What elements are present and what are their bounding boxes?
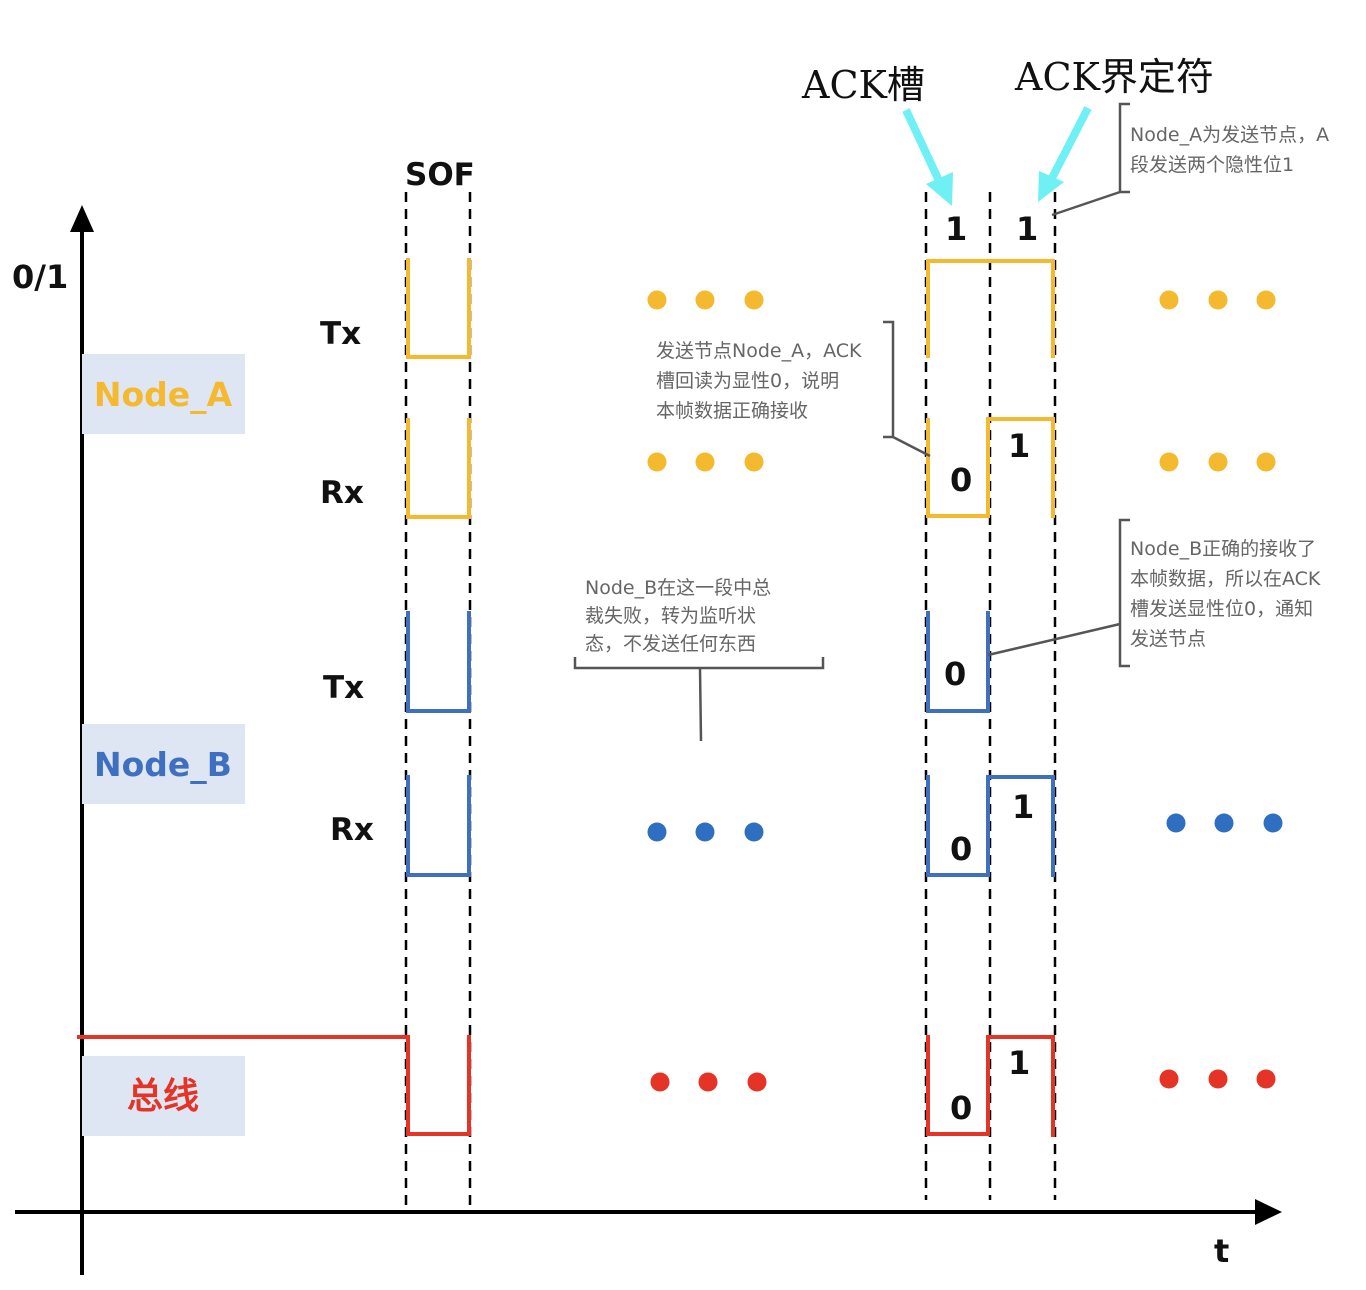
top-delimiter-bit: 1 <box>1016 210 1038 248</box>
node-a-rx-sof-wave <box>406 418 471 519</box>
bus-delimiter-bit: 1 <box>1008 1044 1030 1082</box>
bus-label: 总线 <box>127 1076 199 1117</box>
bus-slot-bit: 0 <box>950 1089 972 1127</box>
node-b-rx-delimiter-bit: 1 <box>1012 788 1034 826</box>
top-slot-bit: 1 <box>945 210 967 248</box>
node-b-label-box <box>82 724 245 804</box>
node-b-tx-label: Tx <box>323 670 364 706</box>
node-a-tx-ellipsis-mid <box>647 290 764 310</box>
x-axis-arrowhead <box>1255 1199 1282 1225</box>
node-a-rx-ack-wave <box>926 417 1055 518</box>
bus-ellipsis-mid <box>650 1072 767 1092</box>
ack-delimiter-arrow <box>1038 106 1092 202</box>
node-a-label: Node_A <box>94 375 233 414</box>
note-node-b-mid-line-2: 裁失败，转为监听状 <box>585 605 756 627</box>
node-b-tx-sof-wave <box>406 611 471 713</box>
note-node-a-line-2: 槽回读为显性0，说明 <box>656 370 839 392</box>
node-a-rx-ellipsis-mid <box>647 452 764 472</box>
note-node-b-mid-line-3: 态，不发送任何东西 <box>585 633 756 655</box>
node-b-rx-ellipsis-mid <box>647 822 764 842</box>
ack-slot-label: ACK槽 <box>801 63 925 107</box>
node-b-rx-ellipsis-right <box>1166 813 1283 833</box>
bus-ellipsis-right <box>1159 1069 1276 1089</box>
ack-delimiter-label: ACK界定符 <box>1014 55 1214 99</box>
note-top-right-line-2: 段发送两个隐性位1 <box>1130 154 1294 176</box>
node-a-rx-delimiter-bit: 1 <box>1008 427 1030 465</box>
note-top-right-line-1: Node_A为发送节点，A <box>1130 124 1329 146</box>
note-node-b-right-line-3: 槽发送显性位0，通知 <box>1130 598 1313 620</box>
note-node-b-right-line-4: 发送节点 <box>1130 628 1206 650</box>
note-node-a-line-3: 本帧数据正确接收 <box>656 400 808 422</box>
y-axis-label: 0/1 <box>12 258 68 296</box>
node-a-tx-ack-wave <box>926 259 1055 358</box>
sof-label: SOF <box>405 157 475 193</box>
note-node-b-mid-line-1: Node_B在这一段中总 <box>585 577 771 599</box>
note-node-a-callout <box>883 320 931 458</box>
note-node-a-line-1: 发送节点Node_A，ACK <box>656 340 862 362</box>
node-b-label: Node_B <box>94 745 232 784</box>
bus-sof-wave <box>77 1035 471 1136</box>
bus-label-box <box>82 1056 245 1136</box>
node-a-tx-sof-wave <box>406 258 471 359</box>
node-b-rx-ack-wave <box>926 775 1055 877</box>
note-node-b-mid-callout <box>573 657 825 742</box>
note-node-b-right-line-2: 本帧数据，所以在ACK <box>1130 568 1321 590</box>
note-top-right-callout <box>1051 102 1130 217</box>
node-b-rx-label: Rx <box>330 812 374 848</box>
node-b-tx-ack-wave <box>926 611 990 713</box>
node-a-label-box <box>82 354 245 434</box>
bus-ack-wave <box>926 1035 1055 1137</box>
node-a-rx-label: Rx <box>320 475 364 511</box>
node-a-tx-label: Tx <box>320 316 361 352</box>
note-node-b-right-callout <box>987 518 1130 668</box>
node-b-rx-slot-bit: 0 <box>950 830 972 868</box>
node-b-tx-slot-bit: 0 <box>944 655 966 693</box>
note-node-b-right-line-1: Node_B正确的接收了 <box>1130 538 1316 560</box>
ack-slot-arrow <box>902 108 953 206</box>
x-axis-label: t <box>1214 1232 1229 1270</box>
node-b-rx-sof-wave <box>406 775 471 877</box>
y-axis-arrowhead <box>70 205 94 232</box>
node-a-rx-ellipsis-right <box>1159 452 1276 472</box>
node-a-rx-slot-bit: 0 <box>950 461 972 499</box>
node-a-tx-ellipsis-right <box>1159 290 1276 310</box>
